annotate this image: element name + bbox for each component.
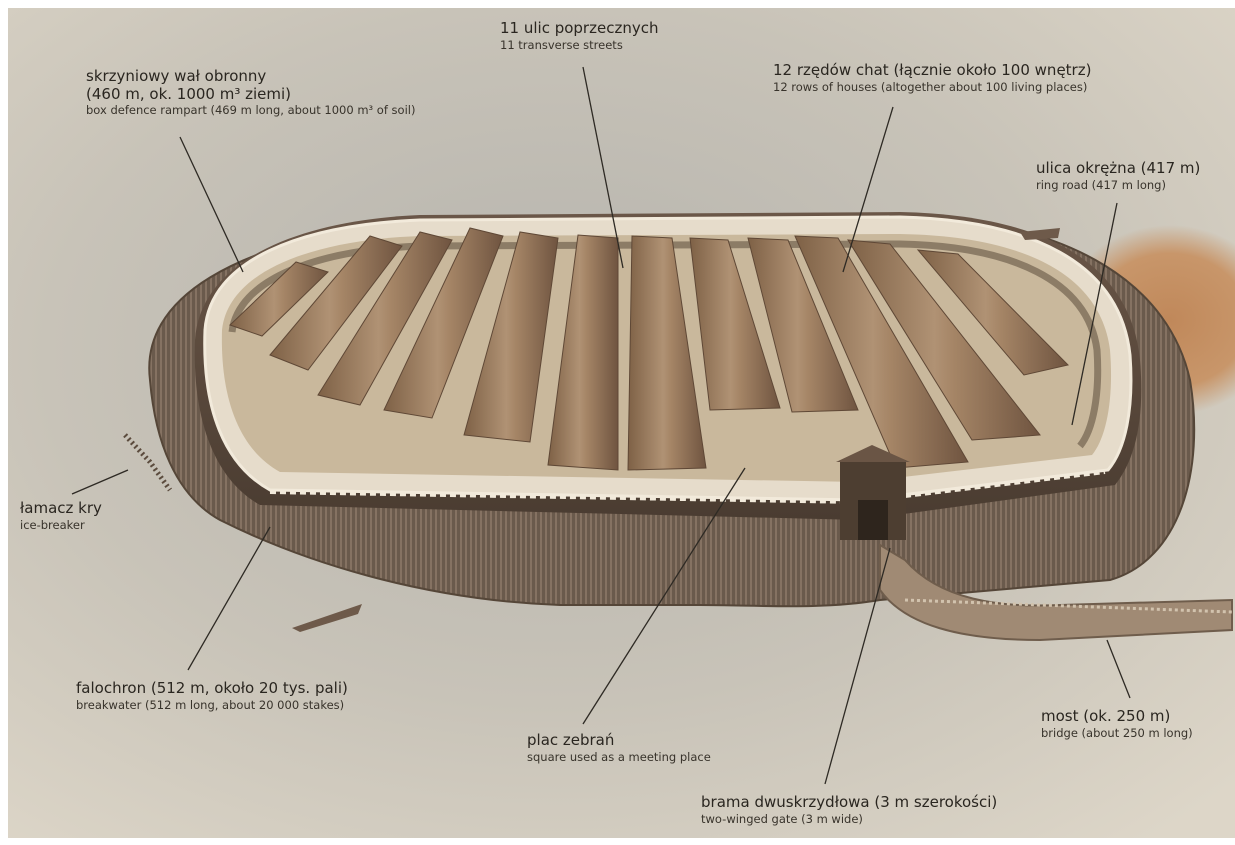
gate-tower (836, 445, 910, 540)
bridge-label-pl: most (ok. 250 m) (1041, 708, 1193, 726)
streets-label-pl: 11 ulic poprzecznych (500, 20, 658, 38)
label-houses: 12 rzędów chat (łącznie około 100 wnętrz… (773, 62, 1091, 94)
label-streets: 11 ulic poprzecznych 11 transverse stree… (500, 20, 658, 52)
houses-label-en: 12 rows of houses (altogether about 100 … (773, 81, 1091, 95)
ice-breaker-label-pl: łamacz kry (20, 500, 102, 518)
bridge-label-en: bridge (about 250 m long) (1041, 727, 1193, 741)
label-breakwater: falochron (512 m, około 20 tys. pali) br… (76, 680, 348, 712)
ring-road-label-en: ring road (417 m long) (1036, 179, 1200, 193)
label-gate: brama dwuskrzydłowa (3 m szerokości) two… (701, 794, 997, 826)
streets-label-en: 11 transverse streets (500, 39, 658, 53)
top-border (0, 0, 1235, 8)
ring-road-label-pl: ulica okrężna (417 m) (1036, 160, 1200, 178)
label-ice-breaker: łamacz kry ice-breaker (20, 500, 102, 532)
bottom-border (0, 838, 1235, 845)
square-label-en: square used as a meeting place (527, 751, 711, 765)
breakwater-label-en: breakwater (512 m long, about 20 000 sta… (76, 699, 348, 713)
gate-label-en: two-winged gate (3 m wide) (701, 813, 997, 827)
rampart-label-pl-line2: (460 m, ok. 1000 m³ ziemi) (86, 86, 415, 104)
label-ring-road: ulica okrężna (417 m) ring road (417 m l… (1036, 160, 1200, 192)
label-rampart: skrzyniowy wał obronny (460 m, ok. 1000 … (86, 68, 415, 118)
rampart-label-pl-line1: skrzyniowy wał obronny (86, 68, 415, 86)
houses-label-pl: 12 rzędów chat (łącznie około 100 wnętrz… (773, 62, 1091, 80)
gate-label-pl: brama dwuskrzydłowa (3 m szerokości) (701, 794, 997, 812)
left-border (0, 0, 8, 845)
label-square: plac zebrań square used as a meeting pla… (527, 732, 711, 764)
square-label-pl: plac zebrań (527, 732, 711, 750)
rampart-label-en: box defence rampart (469 m long, about 1… (86, 104, 415, 118)
ice-breaker-label-en: ice-breaker (20, 519, 102, 533)
label-bridge: most (ok. 250 m) bridge (about 250 m lon… (1041, 708, 1193, 740)
breakwater-label-pl: falochron (512 m, około 20 tys. pali) (76, 680, 348, 698)
